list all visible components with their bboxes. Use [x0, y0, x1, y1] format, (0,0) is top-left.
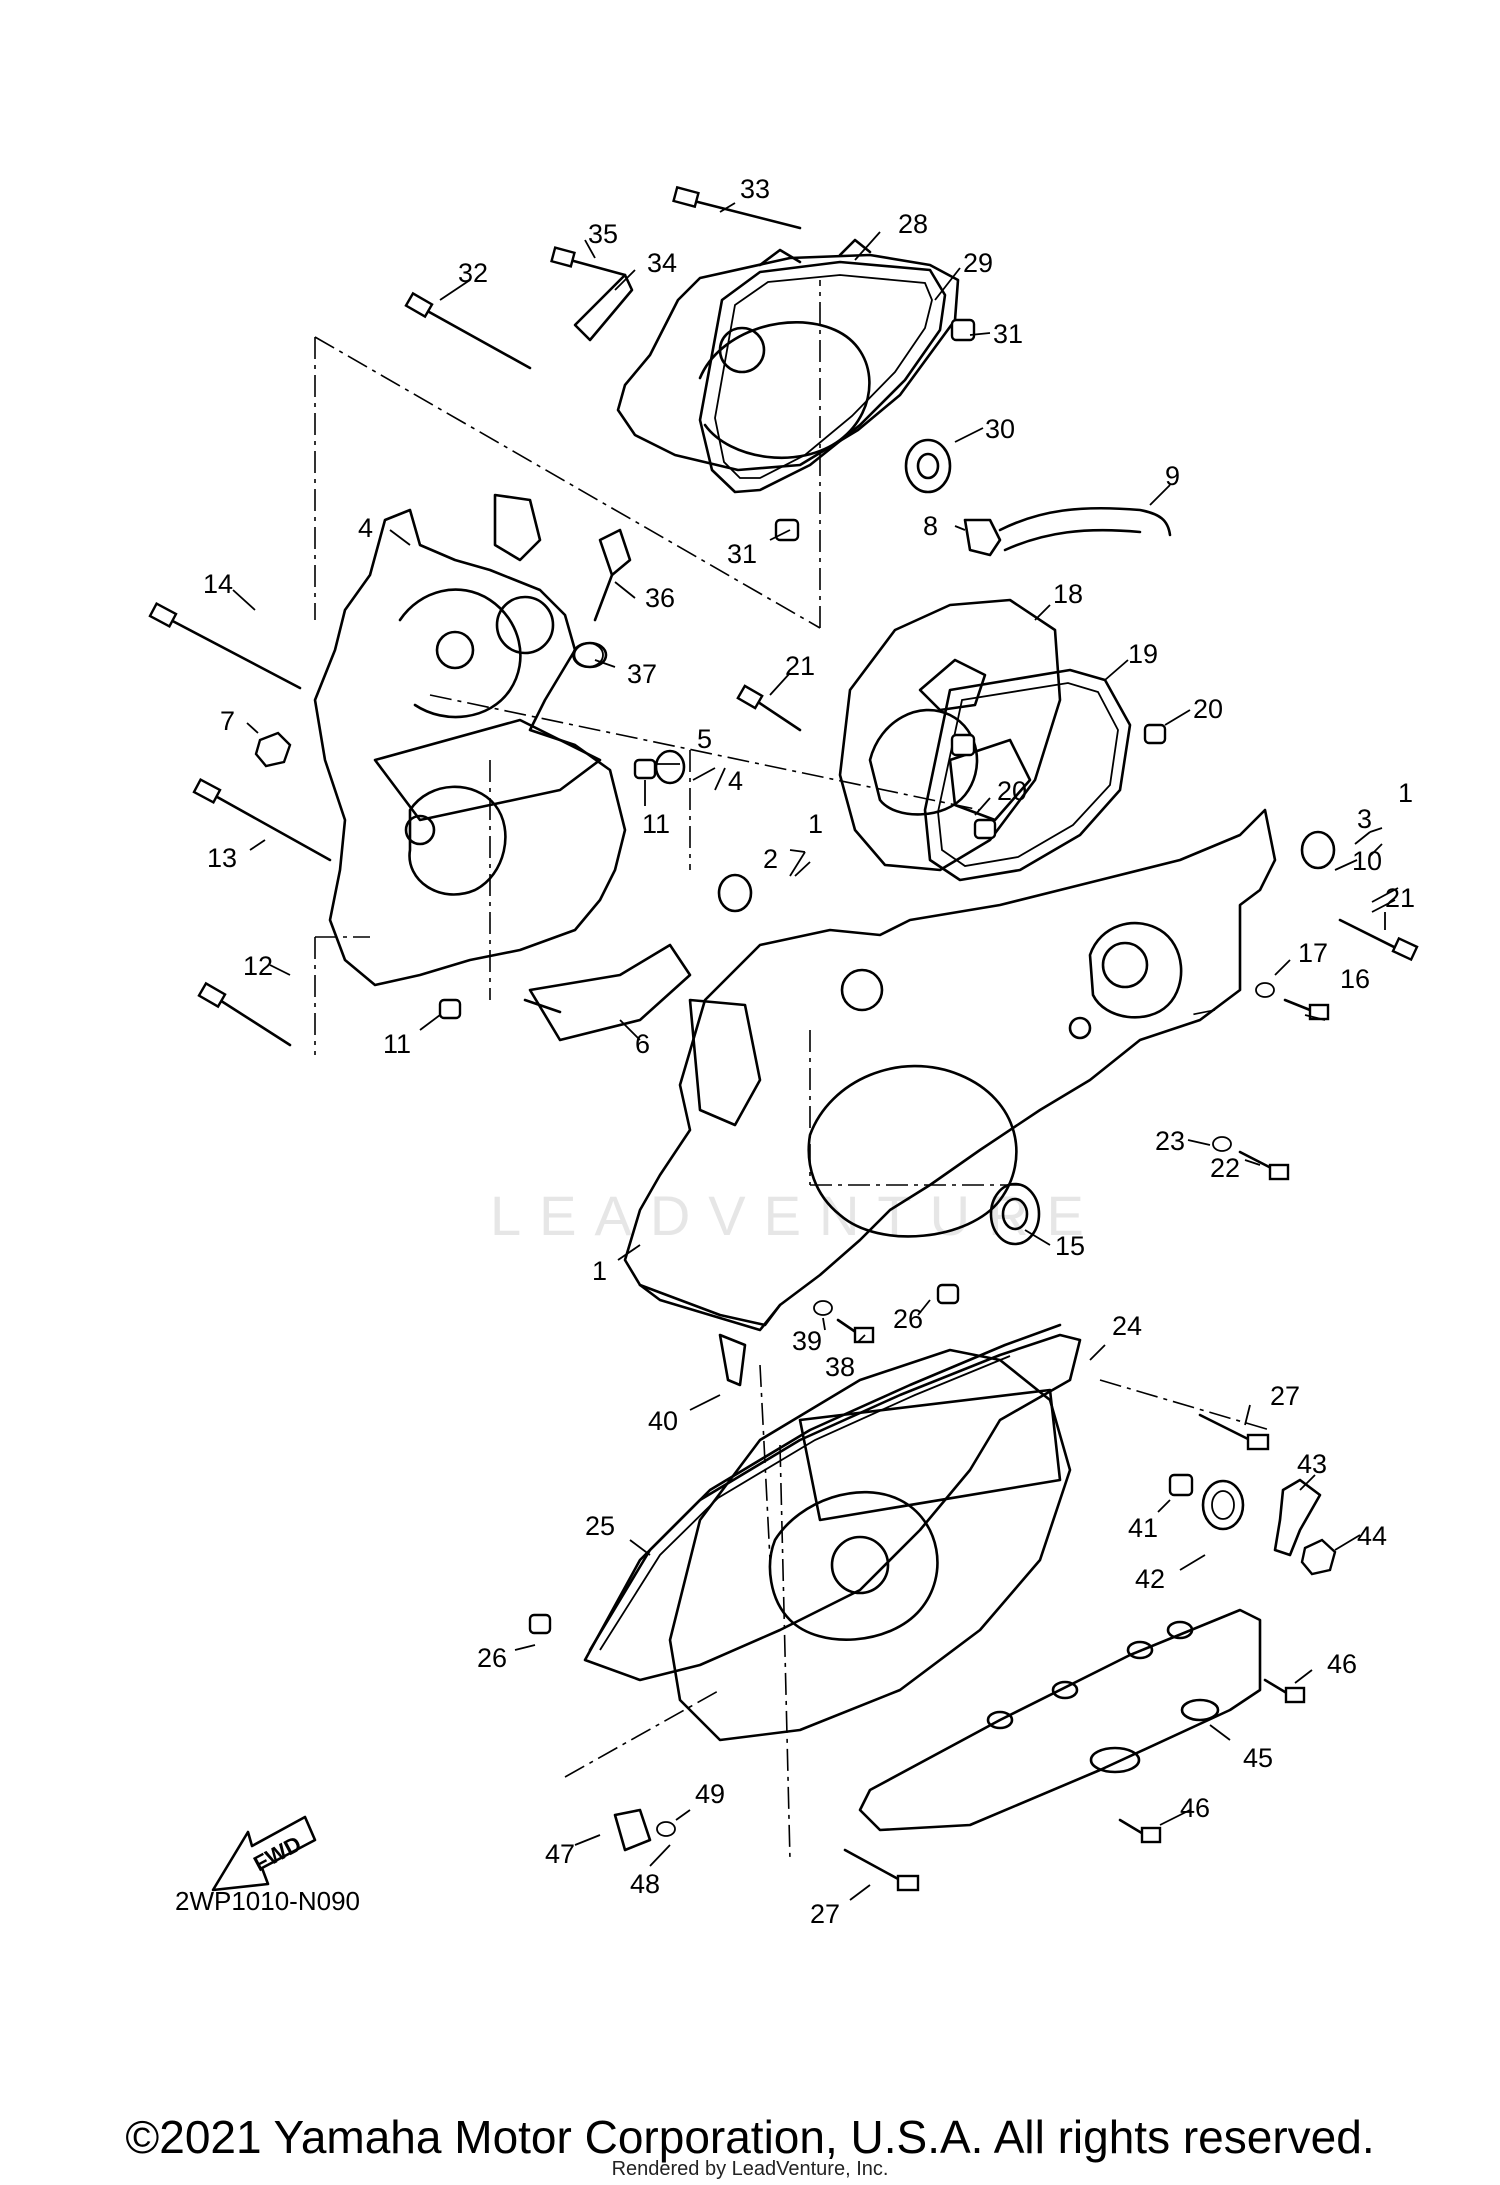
callout-8: 8 — [923, 511, 938, 541]
callout-34: 34 — [647, 248, 677, 278]
main-crankcase — [623, 808, 1277, 1332]
callout-26-b: 26 — [477, 1643, 507, 1673]
callout-1: 1 — [1398, 778, 1413, 808]
callout-38: 38 — [825, 1352, 855, 1382]
crankcase-cover-right — [838, 598, 1132, 882]
callout-22: 22 — [1210, 1153, 1240, 1183]
fwd-arrow: FWD — [211, 1815, 317, 1892]
transmission-cover — [583, 1323, 1082, 1742]
callout-4-b: 4 — [728, 766, 743, 796]
render-credit: Rendered by LeadVenture, Inc. — [611, 2158, 889, 2180]
callout-20-b: 20 — [997, 776, 1027, 806]
callout-46-b: 46 — [1180, 1793, 1210, 1823]
callout-21-b: 21 — [1385, 883, 1415, 913]
callout-numbers: 33 35 28 34 32 29 31 30 9 8 31 4 36 18 1… — [203, 174, 1415, 1929]
callout-21: 21 — [785, 651, 815, 681]
callout-27-b: 27 — [810, 1899, 840, 1929]
callout-30: 30 — [985, 414, 1015, 444]
callout-29: 29 — [963, 248, 993, 278]
callout-39: 39 — [792, 1326, 822, 1356]
lower-shroud — [858, 1608, 1262, 1832]
reference-lines — [314, 280, 1271, 1861]
callout-11-b: 11 — [383, 1029, 411, 1059]
callout-11: 11 — [642, 809, 670, 839]
callout-41: 41 — [1128, 1513, 1158, 1543]
callout-33: 33 — [740, 174, 770, 204]
callout-1-b: 1 — [808, 809, 823, 839]
callout-25: 25 — [585, 1511, 615, 1541]
callout-12: 12 — [243, 951, 273, 981]
callout-1-c: 1 — [592, 1256, 607, 1286]
callout-4: 4 — [358, 513, 373, 543]
watermark: LEADVENTURE — [490, 1184, 1102, 1247]
callout-6: 6 — [635, 1029, 650, 1059]
copyright-notice: ©2021 Yamaha Motor Corporation, U.S.A. A… — [125, 2111, 1375, 2163]
callout-47: 47 — [545, 1839, 575, 1869]
callout-10: 10 — [1352, 846, 1382, 876]
callout-5: 5 — [697, 724, 712, 754]
leader-lines — [232, 202, 1399, 1901]
diagram-code: 2WP1010-N090 — [175, 1886, 360, 1916]
callout-48: 48 — [630, 1869, 660, 1899]
callout-16: 16 — [1340, 964, 1370, 994]
callout-27: 27 — [1270, 1381, 1300, 1411]
callout-14: 14 — [203, 569, 233, 599]
callout-46: 46 — [1327, 1649, 1357, 1679]
callout-44: 44 — [1357, 1521, 1387, 1551]
callout-15: 15 — [1055, 1231, 1085, 1261]
callout-49: 49 — [695, 1779, 725, 1809]
callout-24: 24 — [1112, 1311, 1142, 1341]
callout-35: 35 — [588, 219, 618, 249]
small-parts — [148, 185, 1419, 1892]
callout-20: 20 — [1193, 694, 1223, 724]
callout-45: 45 — [1243, 1743, 1273, 1773]
callout-32: 32 — [458, 258, 488, 288]
callout-42: 42 — [1135, 1564, 1165, 1594]
callout-31: 31 — [993, 319, 1023, 349]
callout-9: 9 — [1165, 461, 1180, 491]
callout-36: 36 — [645, 583, 675, 613]
callout-43: 43 — [1297, 1449, 1327, 1479]
callout-3: 3 — [1357, 804, 1372, 834]
callout-37: 37 — [627, 659, 657, 689]
fwd-label: FWD — [249, 1831, 305, 1877]
callout-17: 17 — [1298, 938, 1328, 968]
callout-26: 26 — [893, 1304, 923, 1334]
callout-40: 40 — [648, 1406, 678, 1436]
callout-19: 19 — [1128, 639, 1158, 669]
left-crankcase — [313, 493, 627, 987]
callout-2: 2 — [763, 844, 778, 874]
callout-31-b: 31 — [727, 539, 757, 569]
callout-28: 28 — [898, 209, 928, 239]
callout-7: 7 — [220, 706, 235, 736]
callout-18: 18 — [1053, 579, 1083, 609]
callout-13: 13 — [207, 843, 237, 873]
callout-23: 23 — [1155, 1126, 1185, 1156]
